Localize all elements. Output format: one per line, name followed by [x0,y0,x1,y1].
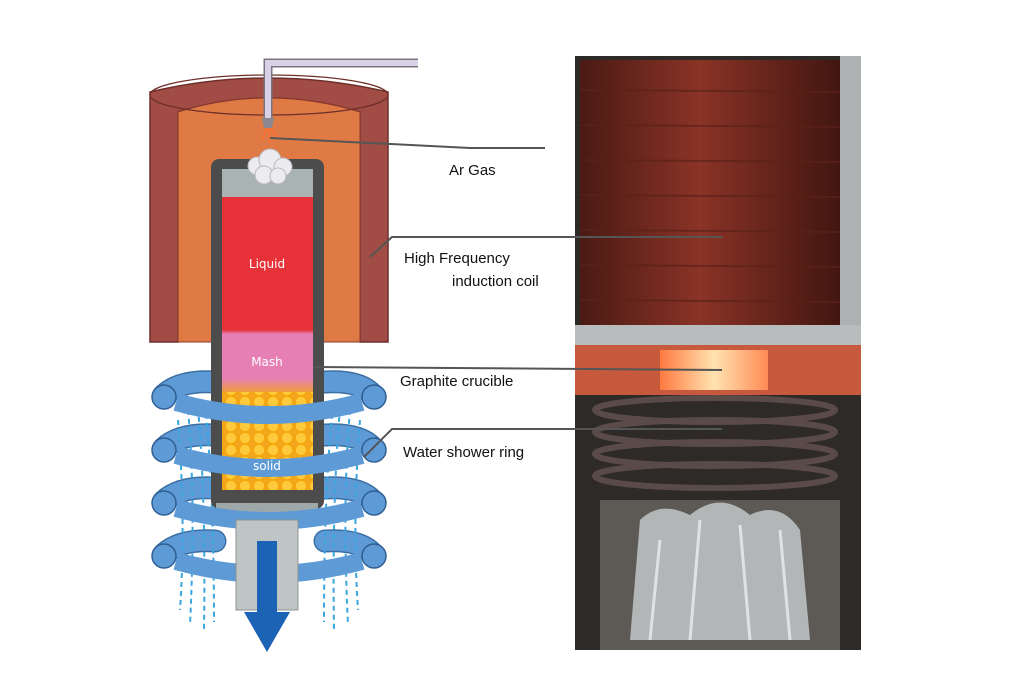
furnace-photo [575,56,861,650]
label-coil-line2: induction coil [452,273,539,290]
zone-liquid-label: Liquid [249,257,285,271]
label-ar-gas: Ar Gas [449,162,496,179]
gas-pipe [261,58,418,143]
water-shower-rings [151,370,387,569]
zone-solid-label: solid [253,459,281,473]
zone-mash-label: Mash [251,355,283,369]
label-coil-line1: High Frequency [404,250,510,267]
gas-cloud [247,148,293,185]
label-crucible: Graphite crucible [400,373,514,390]
leader-lines [269,137,723,458]
ingot-rod [235,519,299,652]
withdrawal-arrow [244,541,290,652]
label-shower: Water shower ring [403,444,525,461]
